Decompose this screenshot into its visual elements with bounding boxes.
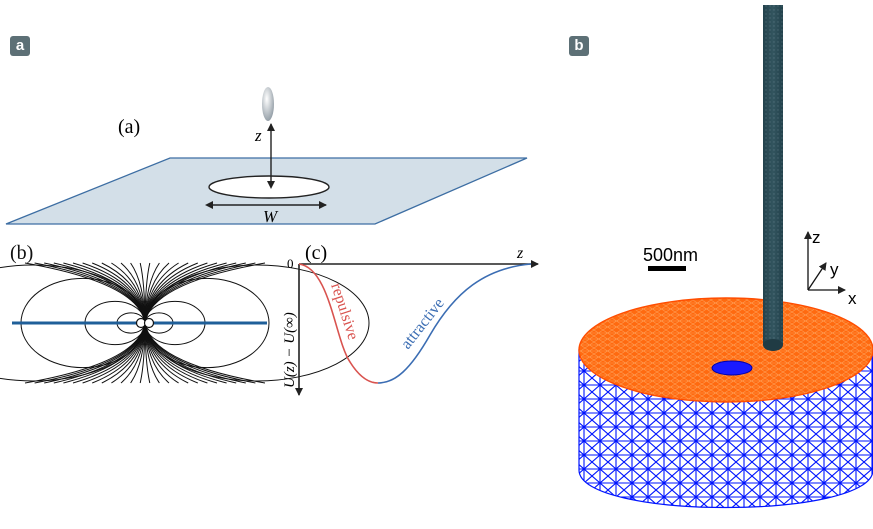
subfig-a-label: (a) <box>118 116 140 138</box>
potential-curve-plot: (c) 0 z U(z) − U(∞) repulsive attractive <box>282 242 539 396</box>
ellipsoid-tip <box>262 87 274 121</box>
w-label: W <box>263 207 279 226</box>
subfig-b-label: (b) <box>10 242 33 264</box>
scale-bar-label: 500nm <box>643 245 698 265</box>
plane-diagram: (a) z W <box>5 87 528 226</box>
curve-zero-label: 0 <box>287 256 294 271</box>
curve-z-axis-label: z <box>516 245 524 262</box>
probe-tip <box>763 339 783 351</box>
field-line <box>144 322 266 384</box>
axis-x-label: x <box>848 289 857 308</box>
probe-shaft-shade <box>763 5 783 345</box>
panel-a-badge: a <box>10 36 30 56</box>
attractive-curve <box>377 263 532 384</box>
axis-y-arrow <box>807 262 827 291</box>
dipole-right-charge <box>143 317 155 329</box>
attractive-label: attractive <box>398 295 448 352</box>
axis-y-label: y <box>830 260 839 279</box>
mesh-cylinder-top <box>578 297 873 403</box>
fem-mesh-panel: 500nm z y x <box>578 5 873 509</box>
aperture-hole <box>208 175 330 199</box>
z-label: z <box>254 126 262 145</box>
field-line <box>144 262 266 324</box>
subfig-c-label: (c) <box>305 242 327 264</box>
dipole-field-diagram: (b) <box>0 242 370 384</box>
repulsive-curve <box>298 263 379 384</box>
mesh-center-region <box>711 360 753 376</box>
panel-b-badge: b <box>569 36 589 56</box>
field-lines <box>0 262 370 384</box>
curve-y-axis-label: U(z) − U(∞) <box>282 312 298 388</box>
axis-z-label: z <box>812 228 821 247</box>
scale-bar <box>648 266 686 271</box>
